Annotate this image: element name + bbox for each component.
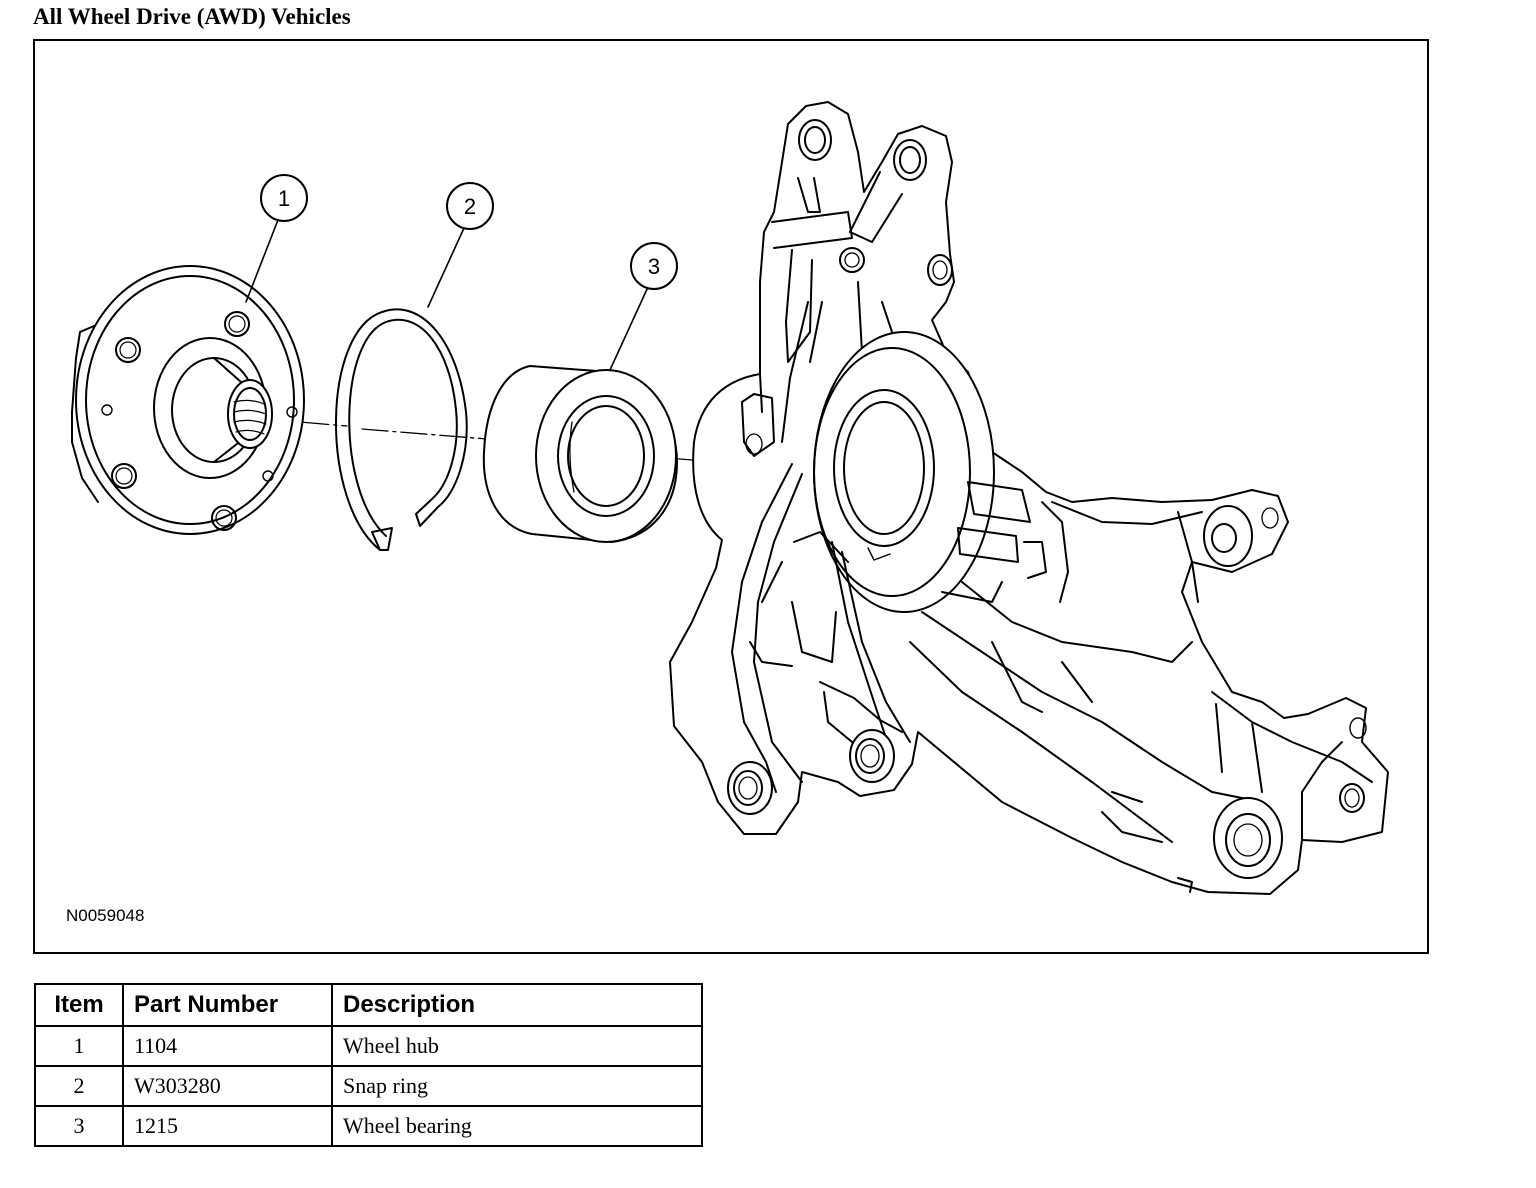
cell-item: 3 bbox=[34, 1105, 124, 1147]
callout-3: 3 bbox=[630, 242, 678, 290]
callout-3-label: 3 bbox=[648, 254, 660, 279]
cell-part-number: 1215 bbox=[122, 1105, 333, 1147]
exploded-view-figure: 1 2 3 N0059048 bbox=[33, 39, 1429, 954]
column-header-part-number: Part Number bbox=[122, 983, 333, 1027]
table-row: 2 W303280 Snap ring bbox=[34, 1065, 703, 1107]
cell-description: Snap ring bbox=[331, 1065, 703, 1107]
callout-1: 1 bbox=[260, 174, 308, 222]
page-title: All Wheel Drive (AWD) Vehicles bbox=[33, 4, 351, 29]
snap-ring-part bbox=[335, 308, 468, 551]
column-header-item: Item bbox=[34, 983, 124, 1027]
wheel-hub-part bbox=[71, 265, 305, 535]
callout-1-label: 1 bbox=[278, 186, 290, 211]
table-row: 3 1215 Wheel bearing bbox=[34, 1105, 703, 1147]
column-header-description: Description bbox=[331, 983, 703, 1027]
table-header-row: Item Part Number Description bbox=[34, 983, 703, 1027]
cell-item: 2 bbox=[34, 1065, 124, 1107]
callout-2-label: 2 bbox=[464, 194, 476, 219]
cell-part-number: 1104 bbox=[122, 1025, 333, 1067]
cell-description: Wheel hub bbox=[331, 1025, 703, 1067]
wheel-bearing-part bbox=[482, 365, 678, 543]
table-row: 1 1104 Wheel hub bbox=[34, 1025, 703, 1067]
callout-2: 2 bbox=[446, 182, 494, 230]
exploded-view-drawing: 1 2 3 bbox=[71, 101, 1389, 895]
steering-knuckle-part bbox=[669, 101, 1389, 895]
parts-table: Item Part Number Description 1 1104 Whee… bbox=[34, 983, 703, 1147]
figure-code: N0059048 bbox=[66, 906, 145, 925]
callout-leaders bbox=[245, 219, 649, 371]
cell-item: 1 bbox=[34, 1025, 124, 1067]
cell-part-number: W303280 bbox=[122, 1065, 333, 1107]
cell-description: Wheel bearing bbox=[331, 1105, 703, 1147]
